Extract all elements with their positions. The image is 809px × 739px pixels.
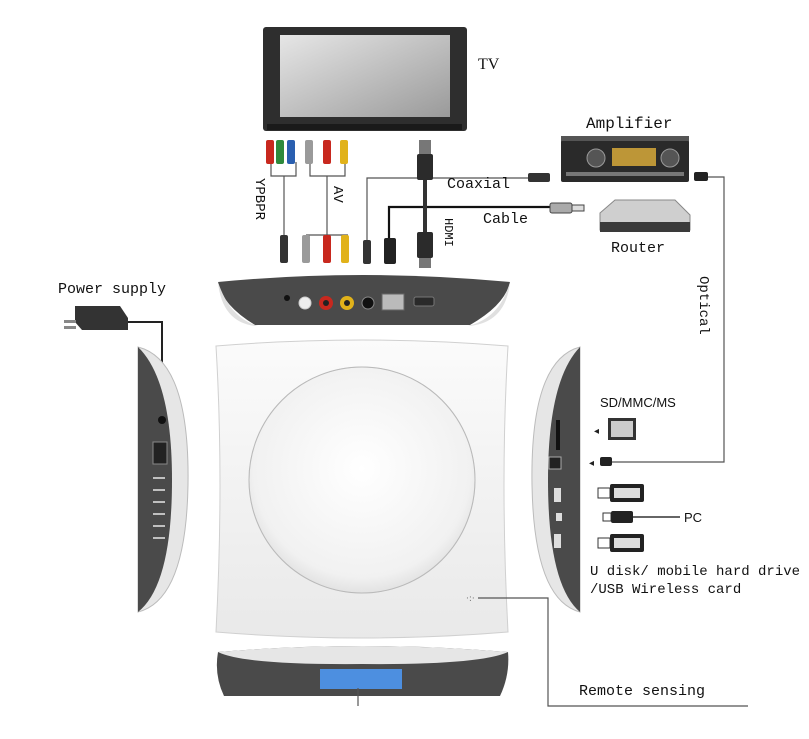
power-supply-label: Power supply: [58, 281, 167, 298]
hdmi-plug-top: [417, 140, 433, 180]
remote-sensing-label: Remote sensing: [579, 683, 706, 700]
optical-plug-box: ◂: [589, 457, 612, 469]
amplifier-label: Amplifier: [586, 115, 673, 133]
router-label: Router: [611, 240, 666, 257]
svg-text:◂: ◂: [589, 458, 594, 469]
ypbpr-plugs: [266, 140, 295, 164]
usb-cable-plug: [549, 202, 585, 214]
tv-label: TV: [478, 56, 500, 73]
remote-sensing-lines: [357, 597, 748, 707]
usb-label-line1: U disk/ mobile hard drive: [590, 564, 801, 580]
optical-plug-amp: [694, 172, 708, 181]
power-adapter: [64, 306, 128, 330]
optical-label: Optical: [695, 276, 711, 335]
amplifier-device: [561, 136, 689, 182]
tv-output-cables: [270, 162, 725, 463]
usb-label-line2: /USB Wireless card: [590, 582, 742, 598]
svg-text:◂: ◂: [594, 426, 599, 437]
pc-usb-cable: [602, 511, 680, 523]
coaxial-label: Coaxial: [447, 176, 511, 193]
box-left-panel: [137, 346, 189, 613]
front-display: [320, 669, 402, 689]
usb-drive-1: [597, 484, 644, 502]
router-device: [599, 199, 691, 232]
sd-card-icon: ◂: [594, 418, 636, 440]
box-back-panel: [218, 275, 510, 326]
tv-device: [263, 27, 467, 131]
box-top-face: ·:·: [215, 339, 509, 639]
svg-text:·:·: ·:·: [466, 594, 475, 604]
hdmi-label: HDMI: [441, 218, 455, 247]
cable-label: Cable: [483, 211, 529, 228]
usb-drive-2: [597, 534, 644, 552]
sd-card-label: SD/MMC/MS: [600, 395, 676, 410]
box-front-panel: [216, 646, 509, 696]
av-plugs: [305, 140, 348, 164]
ypbpr-label: YPBPR: [251, 178, 267, 221]
av-label: AV: [329, 186, 345, 203]
coax-plug: [528, 173, 550, 182]
pc-label: PC: [684, 510, 703, 525]
box-input-plugs: [280, 232, 433, 268]
power-cord: [128, 321, 163, 370]
box-right-panel: [531, 346, 581, 613]
